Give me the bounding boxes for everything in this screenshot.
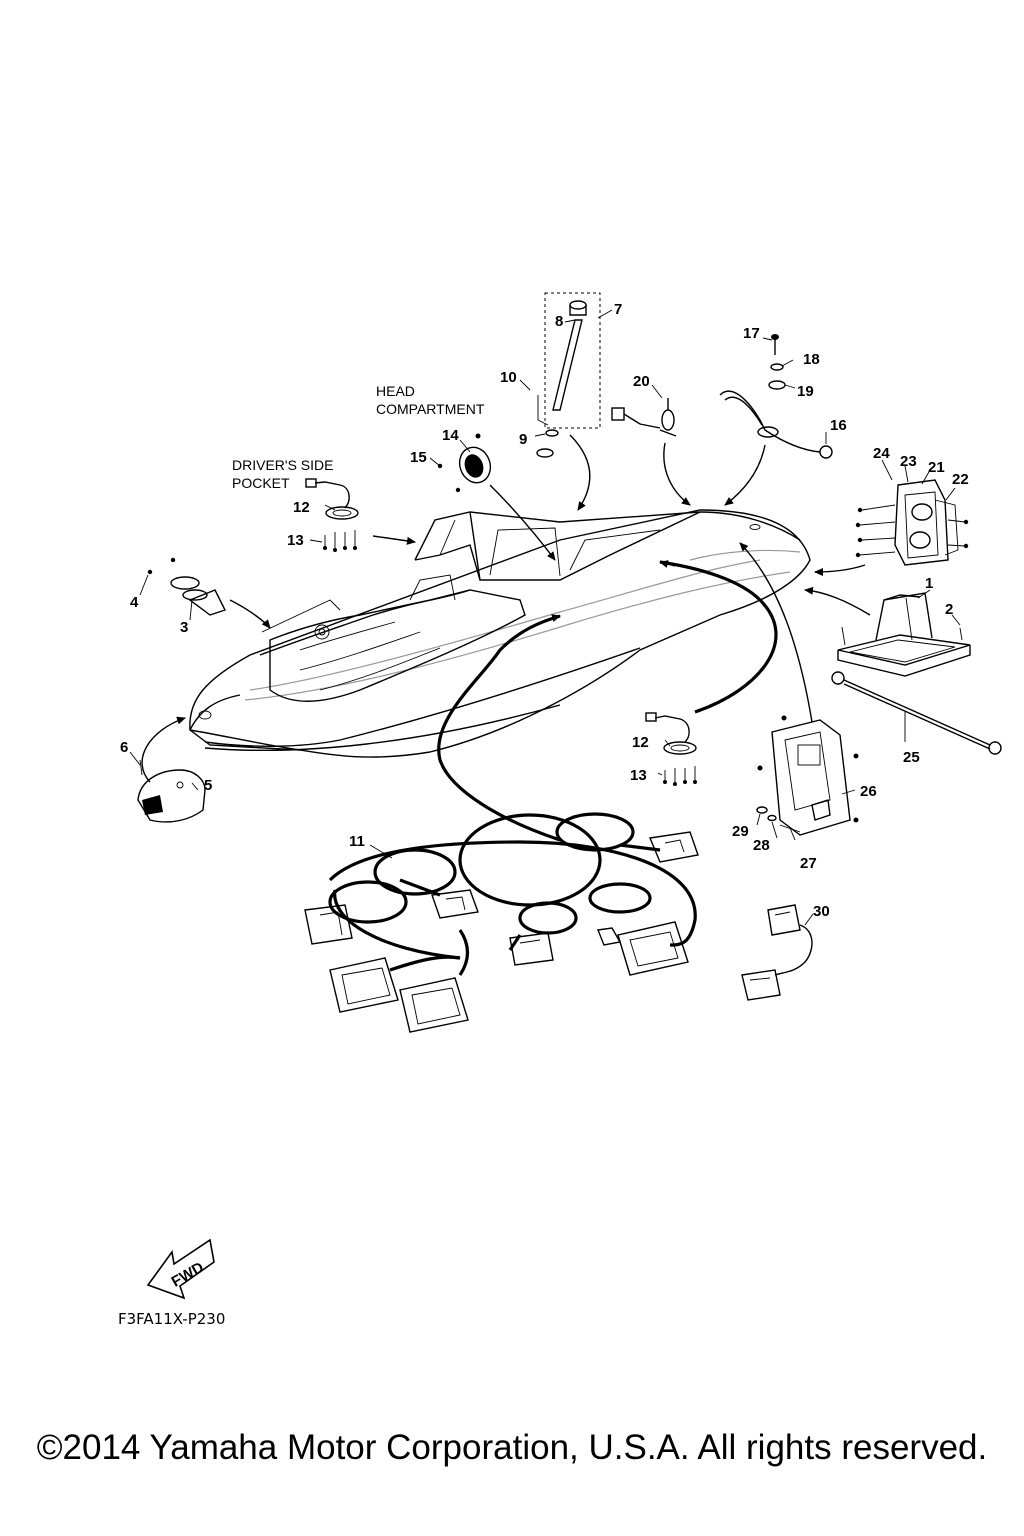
callout-13-lower: 13 (630, 767, 647, 784)
leader-lines (129, 309, 961, 926)
part-antenna-assembly (536, 292, 601, 458)
drivers-pocket-label-line2: POCKET (232, 475, 290, 491)
area-labels: HEAD COMPARTMENT DRIVER'S SIDE POCKET (232, 383, 485, 491)
callout-26: 26 (860, 783, 877, 800)
callout-14: 14 (442, 427, 459, 444)
callout-12-lower: 12 (632, 734, 649, 751)
callout-3: 3 (180, 619, 188, 636)
head-compartment-label-line2: COMPARTMENT (376, 401, 485, 417)
callout-25: 25 (903, 749, 920, 766)
callout-18: 18 (803, 351, 820, 368)
callout-12-upper: 12 (293, 499, 310, 516)
part-26-control-unit (756, 715, 859, 836)
callout-9: 9 (519, 431, 527, 448)
part-30-sub-harness (741, 904, 813, 1001)
head-compartment-label-line1: HEAD (376, 383, 415, 399)
part-12-lamp-lower (645, 712, 697, 786)
callout-10: 10 (500, 369, 517, 386)
part-20-sensor (611, 398, 677, 437)
callout-13-upper: 13 (287, 532, 304, 549)
part-16-cable (719, 334, 833, 459)
part-21-switch-block (855, 479, 969, 566)
callout-11: 11 (349, 833, 365, 850)
callout-17: 17 (743, 325, 760, 342)
callout-19: 19 (797, 383, 814, 400)
callout-28: 28 (753, 837, 770, 854)
boat-hull (189, 509, 811, 758)
callout-1: 1 (925, 575, 933, 592)
callout-24: 24 (873, 445, 890, 462)
callout-7: 7 (614, 301, 622, 318)
callout-22: 22 (952, 471, 969, 488)
harness-connectors (304, 831, 699, 1033)
callout-8: 8 (555, 313, 563, 330)
callout-30: 30 (813, 903, 830, 920)
fwd-arrow-icon: FWD (146, 1238, 215, 1300)
part-25-ground-cable (831, 671, 1002, 755)
drawing-code: F3FA11X-P230 (118, 1310, 225, 1328)
part-11-wire-harness (328, 812, 697, 960)
callout-29: 29 (732, 823, 749, 840)
part-14-speaker (437, 433, 492, 493)
callout-15: 15 (410, 449, 427, 466)
callout-4: 4 (130, 594, 139, 611)
callout-21: 21 (928, 459, 945, 476)
callout-27: 27 (800, 855, 817, 872)
callout-2: 2 (945, 601, 953, 618)
copyright-notice: ©2014 Yamaha Motor Corporation, U.S.A. A… (36, 1428, 988, 1467)
part-3-fitting (147, 557, 226, 616)
callout-16: 16 (830, 417, 847, 434)
leader-arrows (141, 434, 871, 842)
part-5-light (137, 759, 206, 823)
part-12-lamp-upper (305, 478, 359, 552)
callout-5: 5 (204, 777, 212, 794)
callout-6: 6 (120, 739, 128, 756)
callout-23: 23 (900, 453, 917, 470)
drivers-pocket-label-line1: DRIVER'S SIDE (232, 457, 333, 473)
part-1-battery-tray (837, 592, 971, 677)
callout-20: 20 (633, 373, 650, 390)
callout-numbers: 1 2 3 4 5 6 7 8 9 10 11 12 12 13 13 14 1… (120, 301, 969, 920)
